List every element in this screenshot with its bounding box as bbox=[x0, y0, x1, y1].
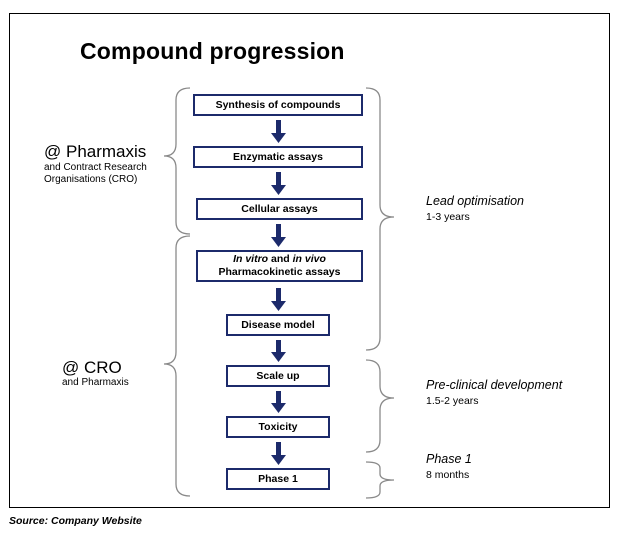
step-enzymatic-assays: Enzymatic assays bbox=[193, 146, 363, 168]
step-label-line1: In vitro and in vivo bbox=[233, 253, 326, 266]
step-label: Toxicity bbox=[258, 420, 298, 433]
stage-preclinical: Pre-clinical development bbox=[426, 378, 563, 392]
step-label: Synthesis of compounds bbox=[215, 98, 341, 111]
step-label: Scale up bbox=[256, 369, 300, 382]
step-label: Enzymatic assays bbox=[233, 150, 323, 163]
stage-lead-optimisation: Lead optimisation bbox=[426, 194, 524, 208]
diagram-frame bbox=[9, 13, 610, 508]
group-pharmaxis-sub: and Contract Research Organisations (CRO… bbox=[44, 162, 147, 186]
step-toxicity: Toxicity bbox=[226, 416, 330, 438]
step-label: Phase 1 bbox=[258, 472, 298, 485]
down-arrow-icon bbox=[271, 120, 286, 143]
stage-phase-1: Phase 1 bbox=[426, 452, 472, 466]
step-label: Cellular assays bbox=[241, 202, 318, 215]
step-synthesis: Synthesis of compounds bbox=[193, 94, 363, 116]
down-arrow-icon bbox=[271, 288, 286, 311]
right-brace bbox=[365, 359, 395, 453]
step-disease-model: Disease model bbox=[226, 314, 330, 336]
step-scale-up: Scale up bbox=[226, 365, 330, 387]
step-label: Disease model bbox=[241, 318, 315, 331]
left-brace bbox=[163, 235, 191, 497]
group-pharmaxis-sub-line1: and Contract Research bbox=[44, 162, 147, 173]
down-arrow-icon bbox=[271, 172, 286, 195]
down-arrow-icon bbox=[271, 442, 286, 465]
down-arrow-icon bbox=[271, 340, 286, 362]
right-brace bbox=[365, 87, 395, 351]
step-phase-1: Phase 1 bbox=[226, 468, 330, 490]
group-cro-label: @ CRO bbox=[62, 358, 122, 377]
stage-preclinical-duration: 1.5-2 years bbox=[426, 395, 479, 407]
group-cro-sub: and Pharmaxis bbox=[62, 377, 129, 388]
step-label-line2: Pharmacokinetic assays bbox=[218, 266, 341, 278]
group-pharmaxis-label: @ Pharmaxis bbox=[44, 142, 147, 161]
source-note: Source: Company Website bbox=[9, 515, 142, 527]
stage-lead-optimisation-duration: 1-3 years bbox=[426, 211, 470, 223]
step-label-italic-2: in vivo bbox=[292, 253, 326, 265]
group-pharmaxis-sub-line2: Organisations (CRO) bbox=[44, 174, 138, 185]
step-cellular-assays: Cellular assays bbox=[196, 198, 363, 220]
diagram-title: Compound progression bbox=[80, 38, 345, 64]
step-pharmacokinetic-assays: In vitro and in vivo Pharmacokinetic ass… bbox=[196, 250, 363, 282]
right-brace bbox=[365, 461, 395, 499]
down-arrow-icon bbox=[271, 224, 286, 247]
step-label-italic-1: In vitro bbox=[233, 253, 269, 265]
stage-phase-1-duration: 8 months bbox=[426, 469, 470, 481]
left-brace bbox=[163, 87, 191, 235]
down-arrow-icon bbox=[271, 391, 286, 413]
step-label-mid: and bbox=[268, 253, 293, 265]
